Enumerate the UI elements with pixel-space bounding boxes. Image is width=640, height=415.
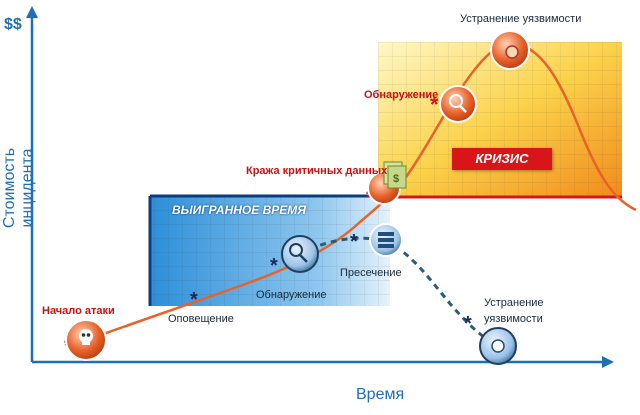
won-time-label: ВЫИГРАННОЕ ВРЕМЯ (172, 203, 306, 217)
server-icon (369, 223, 403, 257)
detection-early-label: Обнаружение (256, 289, 327, 301)
fix-early-label-line1: Устранение (484, 297, 544, 309)
crisis-label: КРИЗИС (452, 148, 552, 170)
notification-label: Оповещение (168, 313, 234, 325)
intercepted-path (299, 236, 499, 348)
fix-late-label: Устранение уязвимости (460, 13, 582, 25)
detection-late-label: Обнаружение (364, 89, 439, 101)
cost-curve (85, 42, 637, 342)
interception-label: Пресечение (340, 267, 402, 279)
magnifier-icon (439, 85, 477, 123)
asterisk-marker: * (430, 92, 439, 117)
gear-icon (490, 30, 530, 70)
asterisk-marker: * (350, 231, 358, 253)
fix-early-label-line2: уязвимости (484, 313, 543, 325)
attack-start-label: Начало атаки (42, 305, 115, 317)
money-symbol: $$ (4, 16, 22, 33)
asterisk-marker: * (190, 289, 198, 311)
asterisk-marker: * (270, 255, 278, 277)
crisis-zone (378, 42, 622, 199)
magnifier-icon (281, 235, 319, 273)
axes (26, 6, 614, 368)
y-axis-label: Стоимость инцидента (1, 147, 36, 229)
data-theft-label: Кража критичных данных (246, 165, 388, 177)
money-documents-icon: $ (367, 161, 407, 205)
won-time-zone (148, 194, 390, 306)
skull-icon (65, 319, 107, 361)
x-axis-label: Время (356, 386, 405, 403)
svg-text:$: $ (393, 173, 399, 185)
asterisk-marker: * (464, 313, 472, 335)
gear-icon (479, 327, 517, 365)
